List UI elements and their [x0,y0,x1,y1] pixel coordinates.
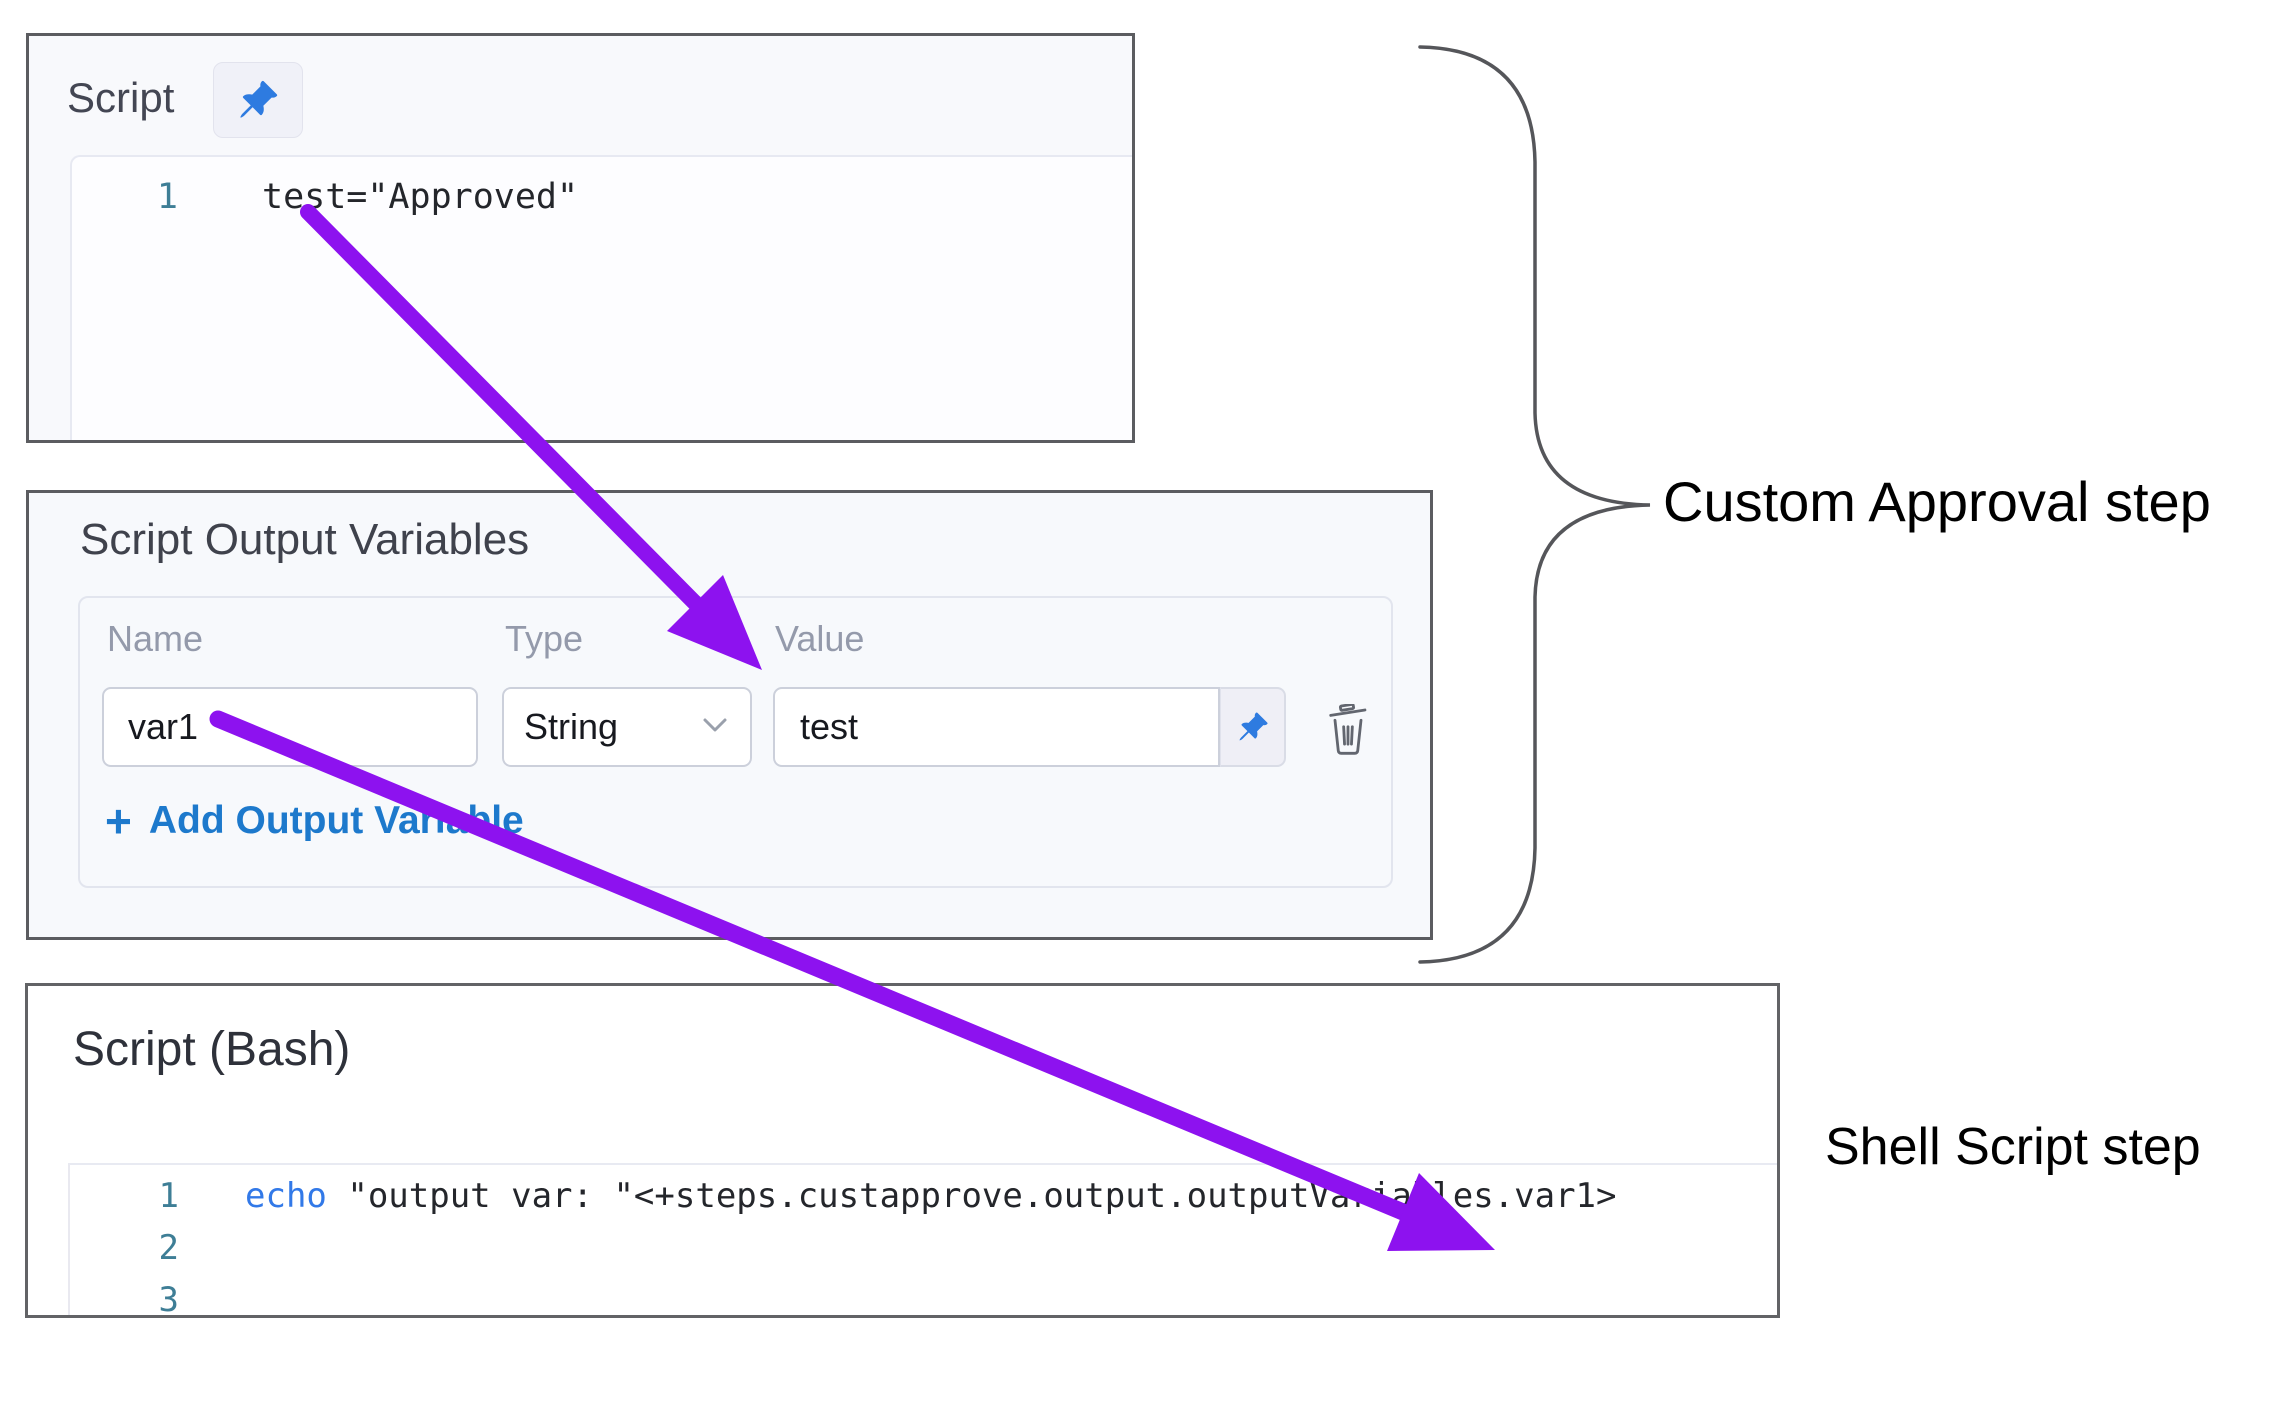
code-text: test="Approved" [262,177,579,217]
variable-value-input[interactable]: test [773,687,1220,767]
code-text: echo "output var: "<+steps.custapprove.o… [245,1176,1616,1216]
variable-name-input[interactable]: var1 [102,687,478,767]
line-number: 2 [158,1228,179,1268]
script-panel-title: Script [67,74,175,121]
bash-code-editor[interactable]: 1 echo "output var: "<+steps.custapprove… [68,1163,1777,1315]
line-number: 1 [158,1176,179,1216]
variable-type-select[interactable]: String [502,687,752,767]
code-line: 3 [70,1274,1777,1315]
script-panel: Script 1 test="Approved" [26,33,1135,443]
column-label-value: Value [775,618,865,659]
script-code-editor[interactable]: 1 test="Approved" [70,155,1132,440]
code-token: "output var: "<+steps.custapprove.output… [326,1176,1617,1216]
output-variables-card: Name Type Value var1 String test [78,596,1393,888]
trash-icon [1326,704,1370,756]
pushpin-icon [237,79,279,121]
keyword-token: echo [245,1176,327,1216]
pin-button[interactable] [213,62,303,138]
shell-script-panel-title: Script (Bash) [73,1023,351,1076]
type-select-value: String [524,706,619,747]
pushpin-icon [1237,711,1269,743]
output-variables-title: Script Output Variables [80,515,530,564]
value-pin-button[interactable] [1220,687,1286,767]
shell-script-panel: Script (Bash) 1 echo "output var: "<+ste… [25,983,1780,1318]
shell-script-label: Shell Script step [1825,1118,2201,1176]
variable-value-group: test [773,687,1286,767]
column-label-name: Name [107,618,204,659]
code-line: 1 test="Approved" [72,171,1132,223]
delete-variable-button[interactable] [1320,702,1376,758]
line-number: 1 [156,177,178,217]
column-label-type: Type [505,618,584,659]
code-line: 1 echo "output var: "<+steps.custapprove… [70,1170,1777,1222]
plus-icon: + [105,795,132,847]
curly-brace [1418,45,1651,964]
chevron-down-icon [702,717,728,735]
output-variables-panel: Script Output Variables Name Type Value … [26,490,1433,940]
add-output-variable-label: Add Output Variable [148,799,524,842]
code-line: 2 [70,1222,1777,1274]
add-output-variable-button[interactable]: + Add Output Variable [105,798,524,844]
custom-approval-label: Custom Approval step [1663,470,2211,533]
line-number: 3 [158,1280,179,1315]
